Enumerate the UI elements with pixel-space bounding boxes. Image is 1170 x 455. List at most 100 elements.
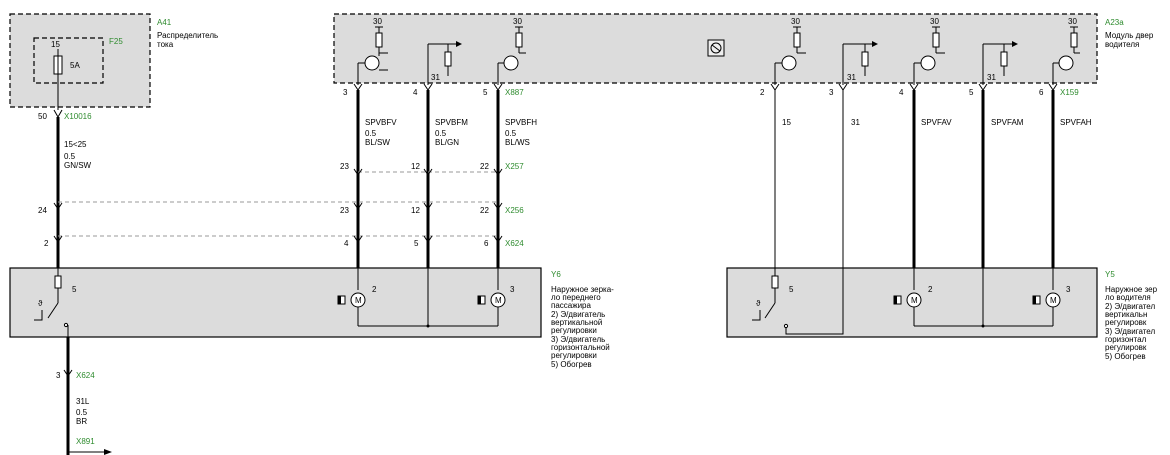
wire-right-label-31: 31 <box>851 118 860 127</box>
x624-bottom-marker <box>63 369 73 377</box>
wire-spvbfh-gauge: 0.5 <box>505 129 517 138</box>
y6-pin-5: 5 <box>72 285 77 294</box>
wire-right-label-spvfam: SPVFAM <box>991 118 1024 127</box>
driver-x887-4: 31 <box>427 41 462 85</box>
wire-spvbfm-gauge: 0.5 <box>435 129 447 138</box>
wire-spvbfm-color: BL/GN <box>435 138 459 147</box>
y5-pin-5: 5 <box>789 285 794 294</box>
wire-spvbfv-gauge: 0.5 <box>365 129 377 138</box>
svg-text:5) Обогрев: 5) Обогрев <box>551 360 592 369</box>
driver-x159-4: 30 <box>913 17 945 85</box>
driver-x887-5: 30 <box>497 17 526 85</box>
x887-pin-5: 5 <box>483 88 488 97</box>
connector-x257: X257 <box>505 162 524 171</box>
svg-text:Наружное зерка-: Наружное зерка- <box>551 285 614 294</box>
wire-spvbfh-name: SPVBFH <box>505 118 537 127</box>
svg-text:ло переднего: ло переднего <box>551 293 601 302</box>
x159-pin-3: 3 <box>829 88 834 97</box>
y5-motor-pin-2: 2 <box>928 285 933 294</box>
x887-pin-3: 3 <box>343 88 348 97</box>
x624-markers <box>53 235 503 243</box>
y6-junction <box>426 324 430 328</box>
driver-x159-5: 31 <box>982 41 1018 85</box>
a41-id: A41 <box>157 18 172 27</box>
y5-motor-3: M 3 <box>1032 268 1071 326</box>
y5-junction <box>981 324 985 328</box>
module-chip-mark <box>711 44 721 52</box>
svg-text:ло водителя: ло водителя <box>1105 293 1151 302</box>
y5-motor-pin-3: 3 <box>1066 285 1071 294</box>
svg-text:горизонтальной: горизонтальной <box>551 343 610 352</box>
svg-text:горизонтал: горизонтал <box>1105 335 1147 344</box>
ground-pin-3: 3 <box>56 371 61 380</box>
x624-pin-6: 6 <box>484 239 489 248</box>
y6-motor-3: M 3 <box>477 268 515 326</box>
y6-description: Наружное зерка- ло переднего пассажира 2… <box>551 285 614 369</box>
ground-label: 31 <box>847 73 856 82</box>
x159-pin-5: 5 <box>969 88 974 97</box>
x159-pin-4: 4 <box>899 88 904 97</box>
fuse-f25-id: F25 <box>109 37 123 46</box>
wire-spvbfv-color: BL/SW <box>365 138 390 147</box>
x159-pin-6: 6 <box>1039 88 1044 97</box>
y6-heater-switch: 5 ϑ <box>34 268 77 337</box>
a23a-name-line1: Модуль двер <box>1105 31 1154 40</box>
driver-x159-2: 30 <box>774 17 806 85</box>
wire-right-label-spvfav: SPVFAV <box>921 118 952 127</box>
x624-pin-2: 2 <box>44 239 49 248</box>
wire-right-label-15: 15 <box>782 118 791 127</box>
x624-pin-4: 4 <box>344 239 349 248</box>
x257-markers <box>353 168 503 176</box>
wire-spvbfh-color: BL/WS <box>505 138 530 147</box>
y5-id: Y5 <box>1105 270 1115 279</box>
a41-pin-50: 50 <box>38 112 47 121</box>
svg-text:вертикальн: вертикальн <box>1105 310 1147 319</box>
y6-motor-pin-2: 2 <box>372 285 377 294</box>
svg-text:3) Э/двигател: 3) Э/двигател <box>1105 327 1155 336</box>
supply-label: 30 <box>1068 17 1077 26</box>
fuse-rating: 5A <box>70 61 80 70</box>
module-chip-circle <box>710 42 722 54</box>
motor-symbol: M <box>355 296 362 305</box>
wire-right-label-spvfah: SPVFAH <box>1060 118 1092 127</box>
y6-id: Y6 <box>551 270 561 279</box>
svg-text:регулировки: регулировки <box>551 326 597 335</box>
connector-x10016: X10016 <box>64 112 92 121</box>
y5-heater-switch: 5 ϑ <box>752 268 844 335</box>
ground-label: 31 <box>987 73 996 82</box>
svg-text:вертикальной: вертикальной <box>551 318 602 327</box>
driver-x159-3: 31 <box>842 41 878 85</box>
y6-motor-pin-3: 3 <box>510 285 515 294</box>
svg-text:2) Э/двигател: 2) Э/двигател <box>1105 302 1155 311</box>
svg-text:пассажира: пассажира <box>551 301 592 310</box>
ground-wire-signal: 31L <box>76 397 90 406</box>
wire-spvbfv-name: SPVBFV <box>365 118 397 127</box>
x256-pin-12: 12 <box>411 206 420 215</box>
x256-markers <box>53 202 503 210</box>
x256-pin-24: 24 <box>38 206 47 215</box>
ground-connector-x624: X624 <box>76 371 95 380</box>
driver-x159-6: 30 <box>1052 17 1080 85</box>
connector-x624: X624 <box>505 239 524 248</box>
supply-label: 30 <box>930 17 939 26</box>
connector-x10016-mark <box>53 109 63 119</box>
fuse-f25-box <box>33 37 104 84</box>
connector-x891: X891 <box>76 437 95 446</box>
fuse-pin: 15 <box>51 40 60 49</box>
motor-symbol: M <box>495 296 502 305</box>
svg-text:регулировки: регулировки <box>551 351 597 360</box>
x624-pin-5: 5 <box>414 239 419 248</box>
svg-text:5) Обогрев: 5) Обогрев <box>1105 352 1146 361</box>
supply-label: 30 <box>513 17 522 26</box>
x257-pin-22: 22 <box>480 162 489 171</box>
svg-text:2) Э/двигатель: 2) Э/двигатель <box>551 310 605 319</box>
motor-symbol: M <box>911 296 918 305</box>
a41-name-line2: тока <box>157 40 174 49</box>
x891-arrow-icon <box>104 449 112 455</box>
thermo-icon: ϑ <box>756 299 761 308</box>
connector-x159: X159 <box>1060 88 1079 97</box>
x887-pin-4: 4 <box>413 88 418 97</box>
x256-pin-23: 23 <box>340 206 349 215</box>
y5-motor-2: M 2 <box>893 268 933 326</box>
